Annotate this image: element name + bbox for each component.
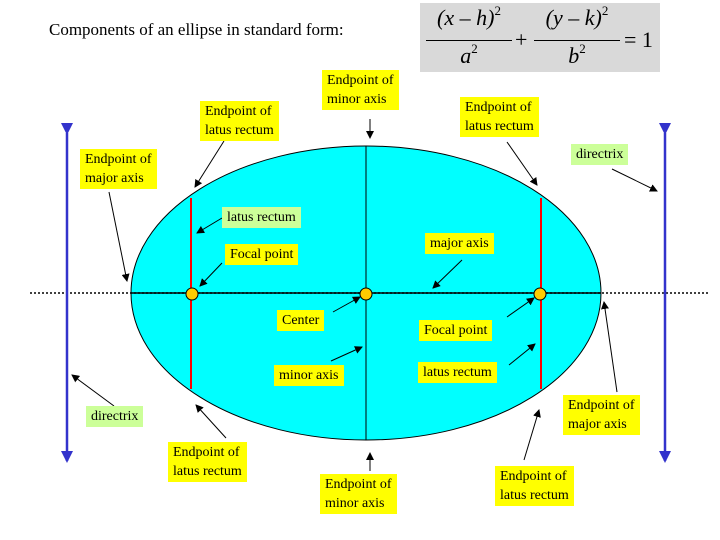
arrow-latus-label-left	[196, 217, 223, 234]
arrow-directrix-right	[611, 168, 658, 192]
fraction-bar-1	[426, 40, 512, 41]
label-directrix-right: directrix	[571, 144, 629, 165]
arrow-latus-top-left	[194, 140, 225, 188]
formula-term1: (x – h)2	[426, 3, 512, 31]
arrow-minor-axis	[330, 346, 363, 362]
arrow-focal-left	[199, 262, 223, 287]
formula-term1-denominator: a2	[460, 41, 478, 68]
formula-box: (x – h)2 a2 + (y – k)2 b2 = 1	[420, 3, 660, 72]
page-title: Components of an ellipse in standard for…	[49, 20, 344, 39]
term1-numerator: (x – h)2	[437, 3, 501, 30]
arrow-major-axis	[432, 259, 463, 289]
label-major-axis: major axis	[425, 233, 494, 254]
plus-sign: +	[515, 27, 528, 52]
label-latus-rectum-right: latus rectum	[418, 362, 497, 383]
arrow-latus-top-right	[506, 141, 538, 186]
arrow-major-left	[108, 191, 130, 282]
equals-one: = 1	[624, 27, 653, 52]
label-minor-axis: minor axis	[274, 365, 344, 386]
focal-point-right	[533, 287, 547, 301]
center-point	[359, 287, 373, 301]
focal-point-left	[185, 287, 199, 301]
arrow-major-right	[601, 301, 618, 393]
label-center: Center	[277, 310, 325, 331]
arrow-latus-bottom-right	[523, 409, 541, 461]
arrow-latus-label-right	[508, 343, 536, 366]
label-focal-point-right: Focal point	[419, 320, 493, 341]
arrow-directrix-left	[71, 374, 115, 407]
pointer-arrows	[71, 119, 658, 471]
formula-term2: (y – k)2	[545, 3, 609, 30]
label-latus-rectum-left: latus rectum	[222, 207, 301, 228]
arrow-focal-right	[506, 297, 535, 318]
arrow-latus-bottom-left	[195, 404, 227, 439]
label-directrix-left: directrix	[86, 406, 144, 427]
arrow-center	[332, 296, 361, 313]
formula-term2-denominator: b2	[568, 41, 586, 68]
fraction-bar-2	[534, 40, 620, 41]
label-focal-point-left: Focal point	[225, 244, 299, 265]
